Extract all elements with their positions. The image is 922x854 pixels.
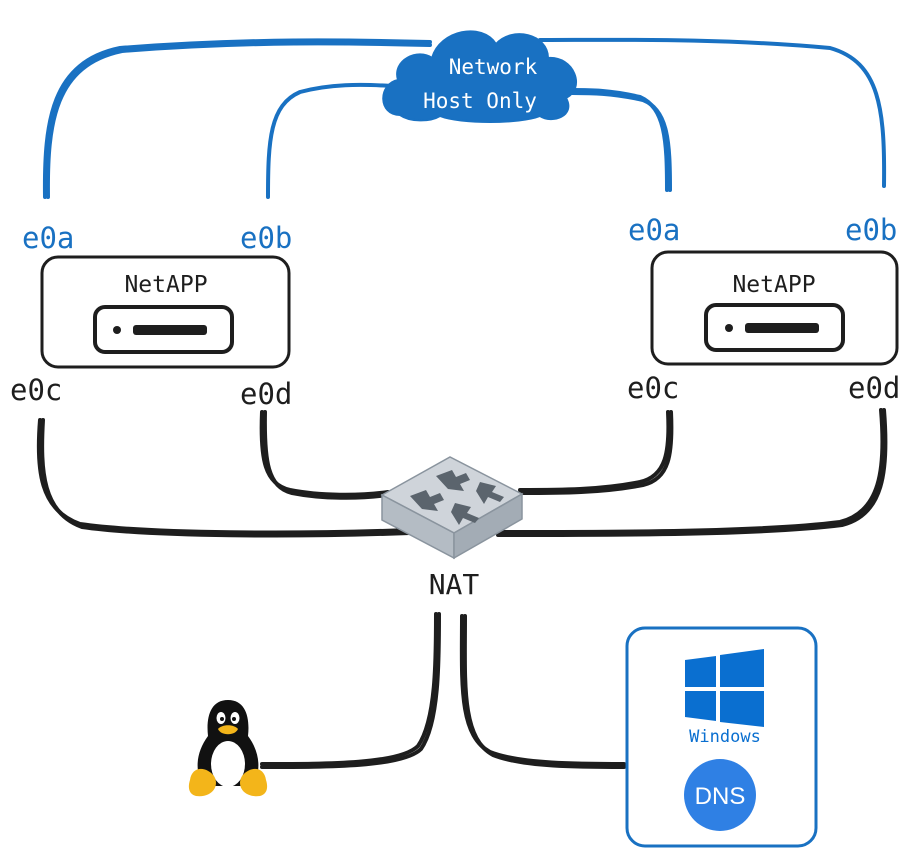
wire-right-e0c-to-switch-2: [518, 410, 674, 495]
switch-right-face: [453, 492, 523, 560]
switch-arrows-icon: [410, 470, 504, 525]
cloud-label-line2: Host Only: [423, 89, 537, 113]
left-netapp-node: NetAPP e0a e0b e0c e0d: [10, 221, 292, 411]
wire-right-e0c-to-switch: [518, 410, 671, 492]
left-port-e0a: e0a: [22, 221, 74, 255]
windows-label: Windows: [689, 727, 761, 747]
wire-nat-to-linux-2: [260, 612, 441, 769]
wire-right-e0b-to-cloud: [538, 37, 887, 188]
right-port-e0d: e0d: [848, 371, 900, 405]
host-only-wires: [42, 37, 887, 199]
nat-label: NAT: [429, 568, 480, 601]
wire-left-e0d-to-switch: [259, 410, 390, 497]
left-port-e0c: e0c: [10, 373, 62, 407]
right-port-e0c: e0c: [627, 371, 679, 405]
right-netapp-title: NetAPP: [732, 272, 815, 298]
wire-right-e0d-to-switch: [496, 408, 885, 534]
nat-switch: [380, 456, 524, 560]
wire-left-e0c-to-switch: [36, 418, 412, 535]
cloud-shape: [382, 30, 577, 123]
left-port-e0d: e0d: [240, 377, 292, 411]
wire-right-e0a-to-cloud-2: [570, 91, 672, 192]
windows-dns-host: Windows DNS: [625, 626, 818, 848]
wire-right-e0a-to-cloud: [570, 88, 669, 192]
cloud-label-line1: Network: [449, 55, 538, 79]
wire-nat-to-windows: [459, 614, 626, 766]
wire-left-e0c-to-switch-2: [40, 418, 412, 538]
right-port-e0a: e0a: [628, 213, 680, 247]
windows-logo-icon: [685, 649, 764, 727]
wire-right-e0d-to-switch-2: [496, 408, 888, 537]
left-netapp-title: NetAPP: [124, 272, 207, 298]
wire-left-e0a-to-cloud: [42, 38, 432, 199]
wire-left-e0d-to-switch-2: [262, 410, 390, 500]
linux-tux-icon: [188, 700, 268, 797]
left-server-icon: [93, 305, 234, 354]
right-netapp-node: NetAPP e0a e0b e0c e0d: [627, 213, 900, 405]
host-only-cloud: Network Host Only: [382, 30, 577, 123]
wire-left-e0b-to-cloud: [266, 82, 394, 199]
left-port-e0b: e0b: [240, 221, 292, 255]
nat-wires: [36, 408, 888, 769]
wire-left-e0a-to-cloud-2: [45, 41, 432, 199]
right-port-e0b: e0b: [845, 213, 897, 247]
windows-dns-box: [625, 626, 818, 848]
dns-label: DNS: [695, 783, 746, 810]
dns-circle: [684, 759, 756, 831]
wire-nat-to-windows-2: [462, 614, 626, 769]
right-server-icon: [704, 303, 845, 352]
wire-nat-to-linux: [260, 612, 438, 766]
